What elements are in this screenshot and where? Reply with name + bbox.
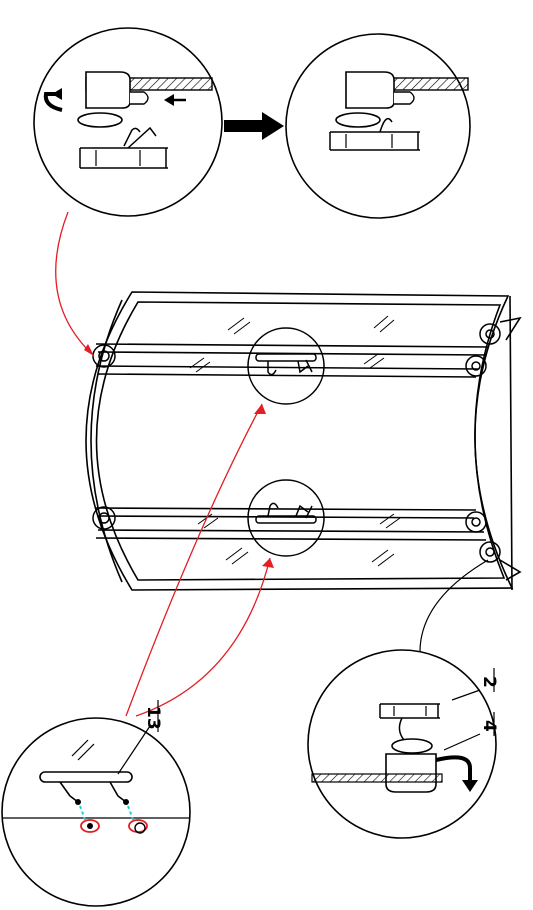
handle-screw-detail bbox=[1, 717, 191, 907]
roller-detail-after bbox=[285, 33, 471, 219]
roller-detail-before bbox=[33, 27, 223, 217]
callout-label-13: 13 bbox=[143, 706, 163, 730]
handle-detail-top bbox=[247, 327, 325, 405]
callout-label-2: 2 bbox=[479, 676, 499, 688]
red-leader-lines bbox=[55, 211, 274, 717]
handle-detail-bottom bbox=[247, 479, 325, 557]
curved-door-panel bbox=[85, 291, 522, 591]
bottom-roller-detail bbox=[307, 559, 497, 839]
glass-reflection-marks bbox=[189, 315, 401, 567]
transition-arrow bbox=[224, 112, 284, 140]
callout-label-4: 4 bbox=[479, 720, 499, 732]
roller-markers bbox=[92, 323, 501, 563]
